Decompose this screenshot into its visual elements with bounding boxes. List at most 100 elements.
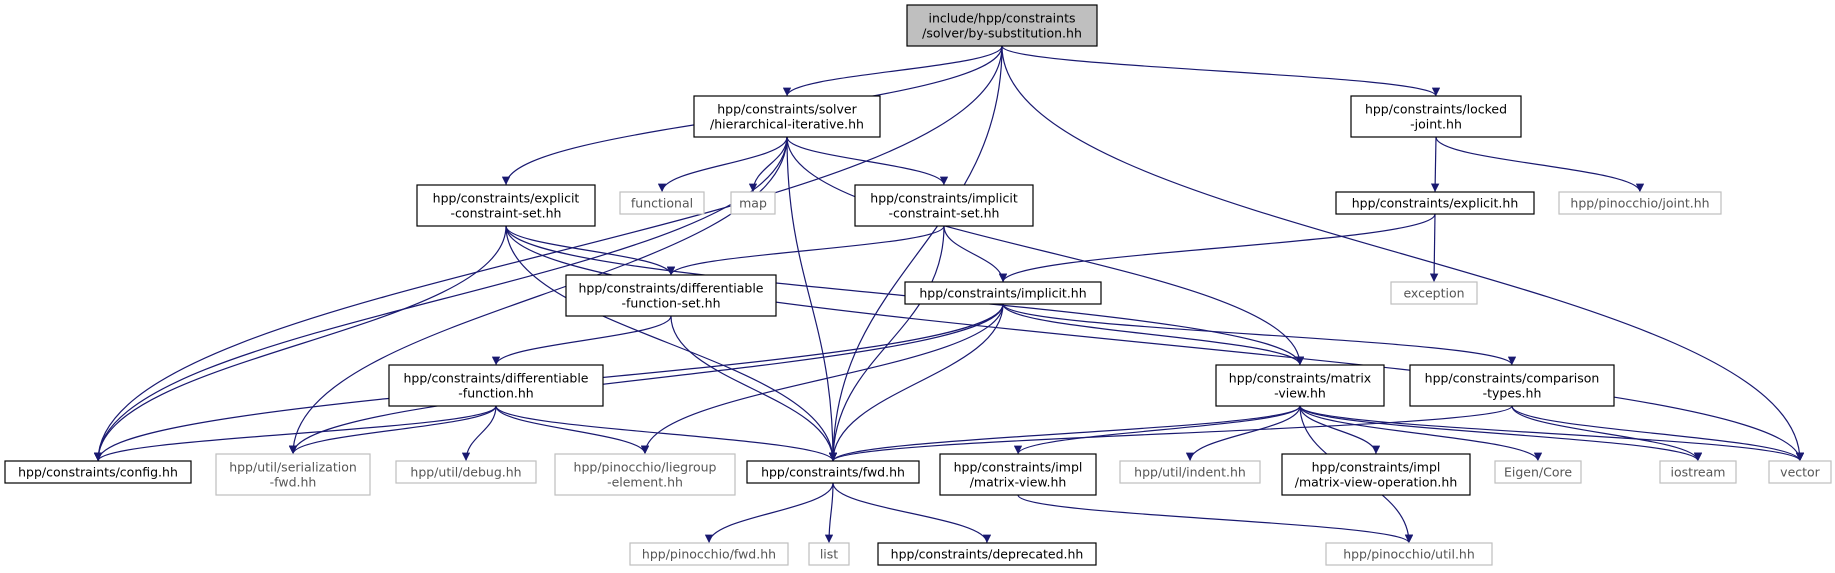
edge-matrix_view-to-eigen [1299, 405, 1543, 462]
edge-hier-to-matrix_view [786, 136, 1305, 366]
node-hier[interactable]: hpp/constraints/solver/hierarchical-iter… [693, 95, 881, 138]
node-label-line: Eigen/Core [1504, 465, 1572, 480]
node-label-line: hpp/constraints/explicit.hh [1352, 196, 1519, 211]
node-label-line: -view.hh [1274, 386, 1326, 401]
edge-explicit_cs-to-matrix_view [505, 225, 1305, 366]
edge-diff_f-to-liegroup [495, 405, 650, 455]
node-box [693, 95, 881, 138]
edge-diff_fs-to-diff_f [491, 315, 672, 366]
edge-implicit-to-liegroup [640, 303, 1004, 455]
edge-matrix_view-to-indent [1185, 405, 1301, 462]
node-label-line: hpp/constraints/implicit [870, 191, 1018, 206]
node-label-line: hpp/constraints/impl [954, 460, 1083, 475]
node-label-line: hpp/util/debug.hh [410, 465, 521, 480]
edge-diff_f-to-config [93, 405, 497, 462]
node-box [1390, 281, 1478, 305]
node-box [1350, 95, 1522, 138]
node-box [1215, 364, 1385, 407]
node-serialization: hpp/util/serialization-fwd.hh [215, 453, 371, 496]
node-label-line: hpp/pinocchio/util.hh [1343, 547, 1475, 562]
edge-comparison-to-vector [1511, 405, 1805, 462]
node-vector: vector [1768, 460, 1832, 484]
edges-layer [93, 45, 1805, 544]
node-box [1325, 542, 1493, 566]
edge-impl_mv-to-pin_util [1017, 494, 1414, 544]
edge-matrix_view-to-vector [1299, 405, 1805, 462]
node-box [906, 4, 1098, 47]
edge-implicit_cs-to-diff_fs [666, 225, 945, 276]
node-box [808, 542, 850, 566]
node-matrix_view[interactable]: hpp/constraints/matrix-view.hh [1215, 364, 1385, 407]
node-fwd[interactable]: hpp/constraints/fwd.hh [746, 460, 920, 484]
node-label-line: hpp/constraints/solver [717, 102, 857, 117]
node-label-line: -function.hh [458, 386, 533, 401]
node-pin_joint: hpp/pinocchio/joint.hh [1558, 191, 1722, 215]
edge-hier-to-functional [657, 136, 788, 193]
node-label-line: -function-set.hh [621, 296, 720, 311]
node-label-line: -constraint-set.hh [889, 206, 1000, 221]
node-box [554, 453, 736, 496]
edge-explicit-to-implicit [998, 213, 1436, 283]
node-label-line: hpp/pinocchio/liegroup [574, 460, 717, 475]
node-label-line: -fwd.hh [270, 475, 317, 490]
node-diff_f[interactable]: hpp/constraints/differentiable-function.… [388, 364, 604, 407]
edge-diff_f-to-debug [461, 405, 497, 462]
node-deprecated[interactable]: hpp/constraints/deprecated.hh [877, 542, 1097, 566]
node-indent: hpp/util/indent.hh [1119, 460, 1261, 484]
node-box [939, 453, 1097, 496]
edge-fwd-to-list [824, 482, 834, 544]
node-label-line: functional [631, 196, 693, 211]
node-explicit[interactable]: hpp/constraints/explicit.hh [1335, 191, 1535, 215]
edge-implicit-to-comparison [1002, 303, 1517, 366]
node-label-line: hpp/constraints/impl [1312, 460, 1441, 475]
node-label-line: hpp/constraints/deprecated.hh [891, 547, 1084, 562]
node-box [730, 191, 776, 215]
node-label-line: /matrix-view-operation.hh [1295, 475, 1458, 490]
node-label-line: hpp/constraints/explicit [433, 191, 580, 206]
node-box [4, 460, 192, 484]
edge-diff_f-to-fwd [495, 405, 838, 462]
edge-explicit-to-exception [1429, 213, 1439, 283]
node-box [1119, 460, 1261, 484]
edge-implicit_cs-to-fwd [828, 225, 945, 462]
edge-diff_f-to-serialization [288, 405, 497, 455]
node-box [395, 460, 537, 484]
node-impl_mvo[interactable]: hpp/constraints/impl/matrix-view-operati… [1281, 453, 1471, 496]
node-config[interactable]: hpp/constraints/config.hh [4, 460, 192, 484]
node-implicit[interactable]: hpp/constraints/implicit.hh [904, 281, 1102, 305]
edge-matrix_view-to-impl_mv [1013, 405, 1301, 455]
node-box [854, 184, 1034, 227]
node-label-line: hpp/pinocchio/fwd.hh [642, 547, 776, 562]
edge-root-to-config [93, 45, 1003, 462]
node-label-line: hpp/constraints/matrix [1229, 371, 1371, 386]
node-box [1659, 460, 1737, 484]
edge-root-to-vector [1001, 45, 1805, 462]
edge-explicit_cs-to-fwd [505, 225, 838, 462]
node-comparison[interactable]: hpp/constraints/comparison-types.hh [1409, 364, 1615, 407]
node-diff_fs[interactable]: hpp/constraints/differentiable-function-… [565, 274, 777, 317]
node-explicit_cs[interactable]: hpp/constraints/explicit-constraint-set.… [416, 184, 596, 227]
edge-diff_fs-to-fwd [670, 315, 838, 462]
edge-root-to-locked [1001, 45, 1441, 97]
node-impl_mv[interactable]: hpp/constraints/impl/matrix-view.hh [939, 453, 1097, 496]
node-locked[interactable]: hpp/constraints/locked-joint.hh [1350, 95, 1522, 138]
edge-matrix_view-to-fwd [828, 405, 1301, 462]
node-label-line: hpp/util/indent.hh [1134, 465, 1246, 480]
edge-implicit_cs-to-implicit [943, 225, 1008, 283]
node-box [1558, 191, 1722, 215]
edge-fwd-to-deprecated [832, 482, 992, 544]
node-label-line: -element.hh [607, 475, 683, 490]
node-label-line: list [820, 547, 838, 562]
edge-comparison-to-fwd [829, 405, 1513, 462]
node-eigen: Eigen/Core [1494, 460, 1582, 484]
node-box [904, 281, 1102, 305]
edge-comparison-to-iostream [1511, 405, 1703, 462]
node-label-line: map [739, 196, 767, 211]
node-label-line: -constraint-set.hh [451, 206, 562, 221]
edge-fwd-to-pin_fwd [704, 482, 834, 544]
node-implicit_cs[interactable]: hpp/constraints/implicit-constraint-set.… [854, 184, 1034, 227]
node-debug: hpp/util/debug.hh [395, 460, 537, 484]
node-root[interactable]: include/hpp/constraints/solver/by-substi… [906, 4, 1098, 47]
edge-hier-to-implicit_cs [786, 136, 949, 186]
